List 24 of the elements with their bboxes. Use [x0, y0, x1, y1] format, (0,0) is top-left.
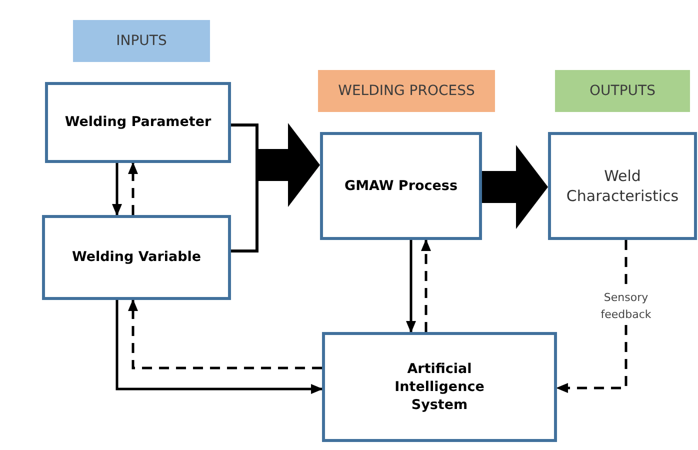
- arrow: [112, 163, 122, 216]
- stage-header-band: [555, 70, 690, 112]
- node-text: OUTPUTS: [590, 82, 656, 100]
- dashed-arrow: [128, 162, 138, 215]
- process-box: [45, 82, 231, 163]
- stage-header-band: [318, 70, 495, 112]
- dashed-arrow: [421, 239, 431, 332]
- node-text: Weld Characteristics: [565, 166, 680, 206]
- node-text: INPUTS: [116, 32, 167, 50]
- node-text: GMAW Process: [344, 176, 458, 196]
- block-arrow: [482, 145, 548, 229]
- process-box: [322, 332, 557, 442]
- dashed-arrow: [128, 299, 322, 370]
- arrow: [116, 300, 323, 394]
- arrow: [406, 240, 416, 333]
- process-box: [548, 132, 697, 240]
- node-text: Welding Variable: [72, 248, 202, 267]
- process-box: [320, 132, 482, 240]
- node-text: Artificial Intelligence System: [394, 360, 486, 414]
- process-box: [42, 215, 231, 300]
- stage-header-band: [73, 20, 210, 62]
- node-text: Welding Parameter: [64, 113, 212, 132]
- node-text: WELDING PROCESS: [338, 82, 475, 100]
- block-arrow: [257, 123, 320, 207]
